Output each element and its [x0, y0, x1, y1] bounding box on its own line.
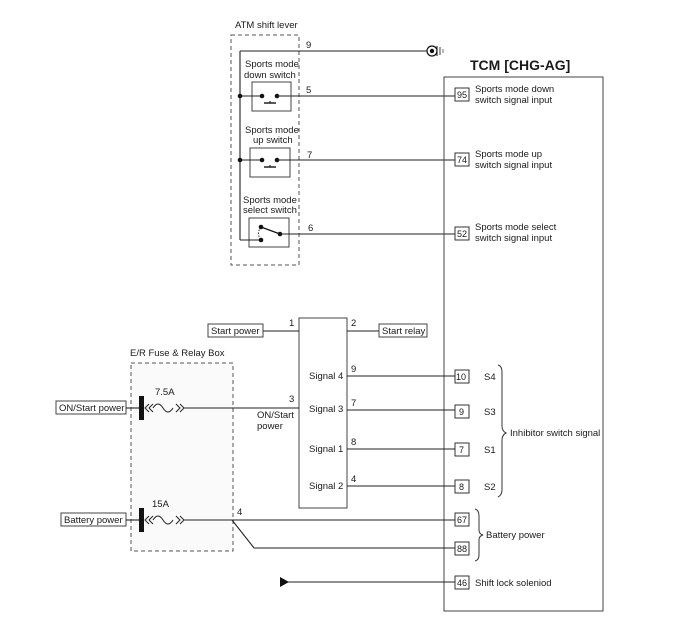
tcm-pin-s3: 9 S3 [454, 404, 496, 419]
pin-number: 95 [457, 90, 467, 100]
connector-bar-icon [139, 396, 144, 420]
signal-3-pin: 7 [351, 398, 356, 409]
start-relay-pin: 2 [351, 318, 356, 329]
input-label-1: Sports mode up [475, 149, 542, 160]
fuse-box-boundary [130, 362, 234, 552]
start-relay-label: Start relay [382, 326, 426, 337]
signal-1-label: Signal 1 [309, 444, 343, 455]
fuse-relay-box: E/R Fuse & Relay Box ON/Start power 7.5A… [55, 348, 455, 552]
input-label-1: Sports mode select [475, 222, 557, 233]
inhibitor-switch: Start power 1 2 Start relay Signal 4 9 S… [207, 317, 455, 509]
tcm-input-95: 95 Sports mode down switch signal input [454, 84, 554, 106]
battery-wire-88 [231, 519, 455, 549]
pin-number: 46 [457, 578, 467, 588]
tcm-title: TCM [CHG-AG] [470, 57, 570, 73]
pin-number: 9 [459, 407, 464, 417]
input-label-2: switch signal input [475, 95, 552, 106]
signal-3-label: Signal 3 [309, 404, 343, 415]
signal-label: S1 [484, 445, 496, 456]
atm-shift-lever-boundary [230, 34, 300, 266]
start-power-label: Start power [211, 326, 260, 337]
arrow-icon [280, 577, 289, 587]
signal-label: S2 [484, 482, 496, 493]
pin-number: 88 [457, 544, 467, 554]
tcm-pin-46: 46 [454, 575, 470, 590]
up-switch-symbol [237, 147, 291, 178]
fuse-7-5a-rating: 7.5A [155, 387, 175, 398]
signal-4-label: Signal 4 [309, 371, 343, 382]
pin-number: 10 [456, 372, 466, 382]
select-switch-label-2: select switch [243, 205, 297, 216]
tcm-pin-67: 67 [454, 512, 470, 527]
up-switch-label-2: up switch [253, 135, 293, 146]
signal-2-pin: 4 [351, 474, 356, 485]
on-start-label-1: ON/Start [257, 410, 294, 421]
battery-brace [474, 508, 484, 562]
select-switch-label-1: Sports mode [243, 195, 297, 206]
battery-out-pin: 4 [237, 507, 242, 518]
pin-number: 8 [459, 482, 464, 492]
signal-label: S4 [484, 372, 496, 383]
fuse-15a-rating: 15A [152, 499, 170, 510]
tcm-pin-s1: 7 S1 [454, 442, 496, 457]
ground-wire-pin: 9 [306, 40, 311, 51]
signal-label: S3 [484, 407, 496, 418]
tcm-module: TCM [CHG-AG] 95 Sports mode down switch … [443, 57, 604, 612]
on-start-power-label: ON/Start power [59, 403, 124, 414]
pin-number: 74 [457, 155, 467, 165]
input-label-2: switch signal input [475, 233, 552, 244]
start-relay-box [378, 323, 428, 338]
tcm-input-52: 52 Sports mode select switch signal inpu… [454, 222, 557, 244]
down-switch-wire-pin: 5 [306, 85, 311, 96]
shift-lock-label: Shift lock soleniod [475, 578, 552, 589]
tcm-pin-s2: 8 S2 [454, 479, 496, 494]
inhibitor-switch-box [298, 317, 348, 509]
up-switch-wire-pin: 7 [307, 150, 312, 161]
signal-2-label: Signal 2 [309, 481, 343, 492]
fuse-icon [144, 515, 185, 525]
signal-1-pin: 8 [351, 437, 356, 448]
tcm-pin-88: 88 [454, 541, 470, 556]
battery-power-label: Battery power [64, 515, 123, 526]
down-switch-label-1: Sports mode [245, 59, 299, 70]
signal-4-pin: 9 [351, 364, 356, 375]
fuse-box-title: E/R Fuse & Relay Box [130, 348, 225, 359]
tcm-pin-s4: 10 S4 [454, 369, 496, 384]
ground-icon [426, 45, 444, 57]
on-start-label-2: power [257, 421, 283, 432]
tcm-input-74: 74 Sports mode up switch signal input [454, 149, 552, 171]
pin-number: 52 [457, 229, 467, 239]
inhibitor-label: Inhibitor switch signal [510, 428, 600, 439]
battery-label: Battery power [486, 530, 545, 541]
on-start-pin: 3 [289, 394, 294, 405]
input-label-2: switch signal input [475, 160, 552, 171]
pin-number: 67 [457, 515, 467, 525]
atm-shift-lever-title: ATM shift lever [235, 20, 298, 31]
input-label-1: Sports mode down [475, 84, 554, 95]
connector-bar-icon [139, 508, 144, 532]
inhibitor-brace [497, 364, 508, 498]
up-switch-label-1: Sports mode [245, 125, 299, 136]
atm-shift-lever: ATM shift lever 9 Sports mode down switc… [230, 20, 455, 266]
pin-number: 7 [459, 445, 464, 455]
down-switch-label-2: down switch [244, 70, 296, 81]
start-power-pin: 1 [289, 318, 294, 329]
select-switch-symbol [240, 217, 290, 248]
select-switch-wire-pin: 6 [308, 223, 313, 234]
tcm-boundary [443, 76, 604, 612]
